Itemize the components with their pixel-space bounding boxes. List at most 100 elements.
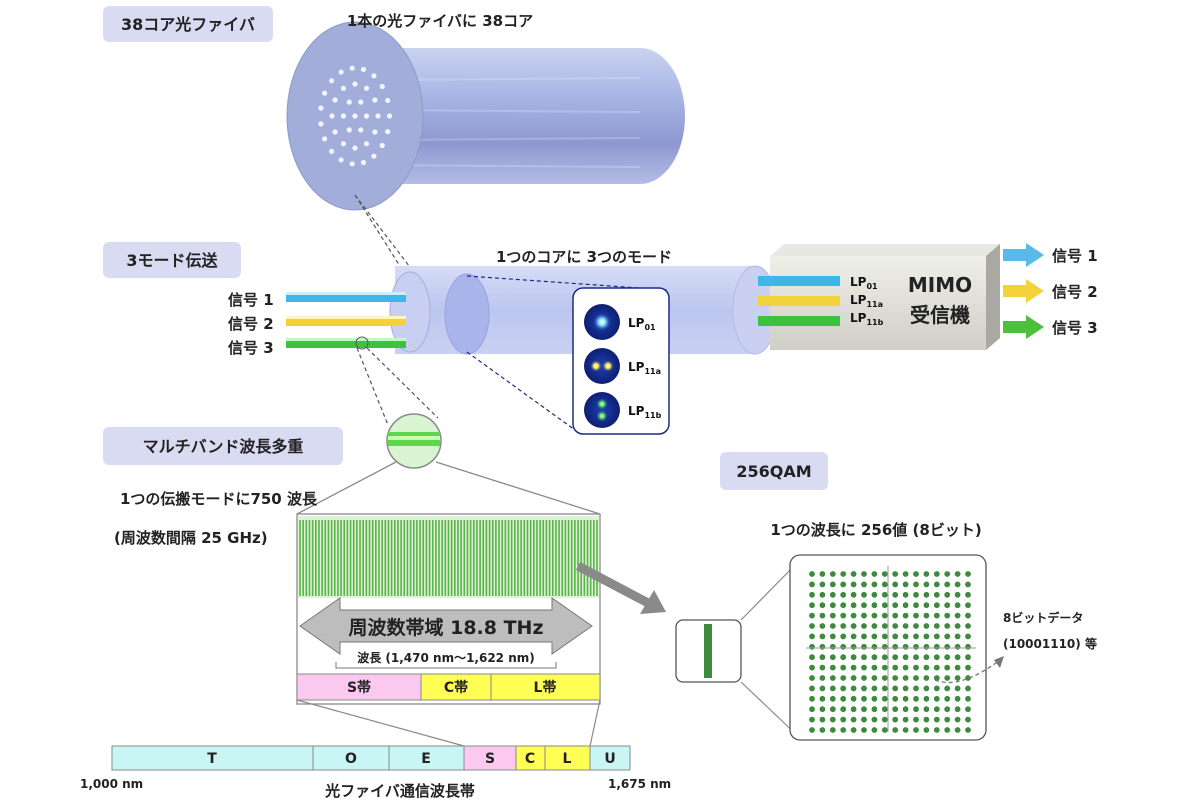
signal-label-2: 信号 2 [228,315,274,333]
constellation-point [819,633,826,640]
constellation-point [829,633,836,640]
constellation-point [840,664,847,671]
constellation-point [913,716,919,723]
constellation-point [881,602,888,609]
constellation-point [965,716,971,723]
constellation-point [965,612,971,619]
fiber-core [385,97,391,104]
communication-band-bar: T O E S C L U [111,745,631,771]
constellation-point [840,654,847,661]
fiber-core [322,136,328,142]
fiber-core [371,153,377,159]
constellation-point [902,571,909,577]
fiber-core [352,145,358,151]
constellation-point [892,706,899,713]
constellation-point [861,664,867,671]
beam-magnifier [355,336,442,469]
constellation-point [861,602,867,609]
wavelength-channels [299,520,598,596]
fiber-caption: 1本の光ファイバに 38コア [347,12,533,30]
constellation-point [809,654,815,661]
constellation-point [809,727,815,733]
constellation-point [881,633,888,640]
constellation-point [913,581,919,588]
constellation-point [881,664,888,671]
constellation-point [933,602,940,609]
constellation-point [913,591,919,598]
constellation-point [871,664,878,671]
constellation-point [965,685,971,692]
constellation-point [902,623,909,629]
fiber-core [372,129,378,135]
fiber-core [338,157,344,163]
bandwidth-double-arrow [299,597,593,655]
constellation-point [933,571,940,577]
constellation-point [944,654,951,661]
constellation-point [819,602,826,609]
constellation-point [840,685,847,692]
constellation-point [892,602,899,609]
constellation-point [861,581,867,588]
fiber-core [372,97,378,103]
constellation-point [944,602,951,609]
fiber-core [332,97,338,103]
constellation-point [902,581,909,588]
constellation-point [892,633,899,640]
bandwidth-label: 周波数帯域 18.8 THz [348,616,543,639]
constellation-point [850,571,857,577]
constellation-point [892,695,899,702]
constellation-point [840,727,847,733]
constellation-point [954,685,961,692]
constellation-point [881,612,888,619]
signal-label-1: 信号 1 [228,291,274,309]
fiber-core [318,121,324,127]
fiber-core [360,159,367,166]
mimo-mode-lp11b: LP11b [850,311,884,327]
constellation-point [881,643,888,650]
constellation-point [923,675,930,681]
constellation-point [840,706,847,713]
mode-patterns-panel: LP01 LP11a LP11b [572,287,670,435]
constellation-point [819,664,826,671]
constellation-point [933,654,940,661]
fiber-core [340,113,347,119]
fiber-core [379,83,385,90]
fiber-core [338,69,344,75]
constellation-point [954,623,961,629]
constellation-point [829,643,836,650]
constellation-point [954,664,961,671]
constellation-point [819,727,826,733]
constellation-point [954,706,961,713]
mode-leader-lines [466,275,669,431]
constellation-point [819,685,826,692]
constellation-point [850,581,857,588]
section-3mode-text: 3モード伝送 [126,251,218,270]
constellation-point [871,623,878,629]
output-signal-2: 信号 2 [1052,283,1098,301]
constellation-point [902,643,909,650]
spectrum-to-wavelength-arrow [575,562,666,614]
constellation-point [850,664,857,671]
constellation-point [913,571,919,577]
constellation-point [933,623,940,629]
multiband-caption-1: 1つの伝搬モードに750 波長 [120,490,318,508]
constellation-point [944,633,951,640]
constellation-point [871,654,878,661]
constellation-point [923,612,930,619]
wavelength-spectrum-panel: 周波数帯域 18.8 THz 波長 (1,470 nm～1,622 nm) S帯… [296,513,601,705]
constellation-point [892,612,899,619]
constellation-point [850,633,857,640]
constellation-point [861,654,867,661]
fiber-core [385,128,391,135]
constellation-point [829,675,836,681]
constellation-point [881,716,888,723]
constellation-point [965,654,971,661]
constellation-point [892,664,899,671]
fiber-core [346,127,352,133]
constellation-point [871,727,878,733]
fiber-core [322,90,328,96]
fiber-core [328,148,335,154]
mode-label-lp01: LP01 [628,316,656,332]
constellation-point [965,602,971,609]
constellation-point [913,706,919,713]
